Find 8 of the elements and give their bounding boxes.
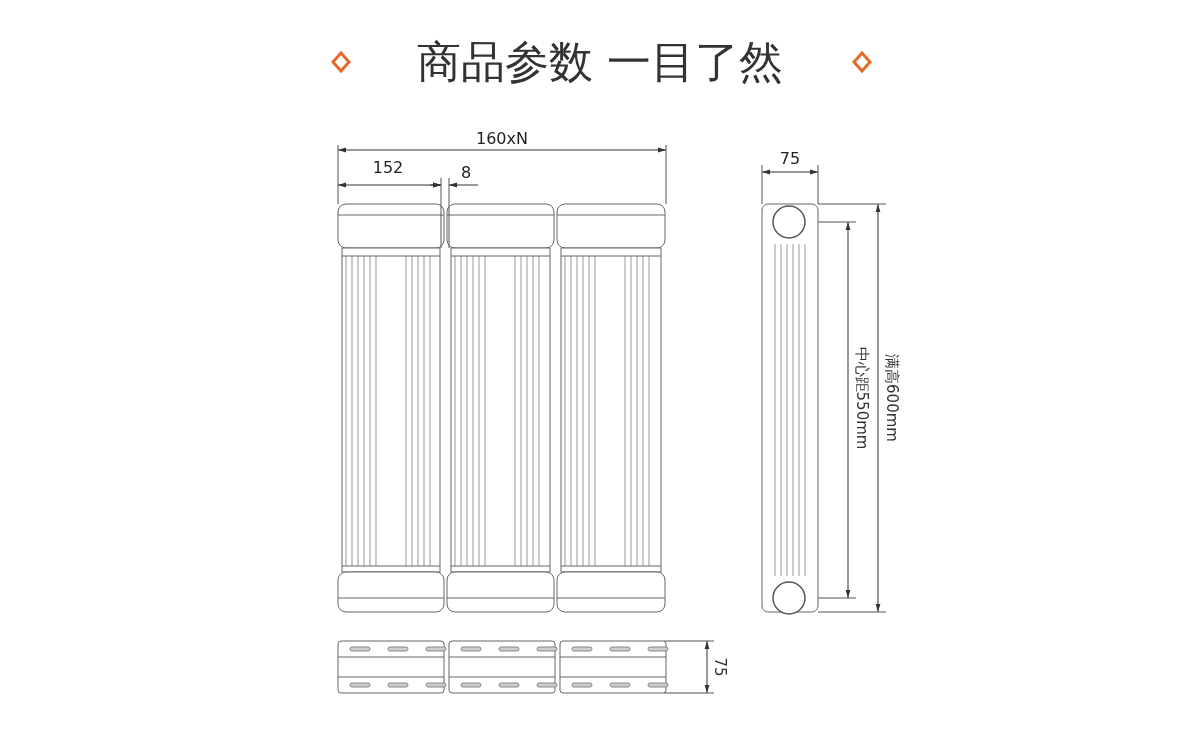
- dimension-label: 满高600mm: [883, 354, 899, 442]
- dimension-label: 160xN: [476, 131, 528, 147]
- dimension-label: 75: [779, 151, 801, 167]
- dimension-label: 75: [711, 657, 727, 677]
- dimension-label: 中心距550mm: [853, 346, 869, 450]
- dimension-label: 8: [460, 165, 472, 181]
- title: 商品参数 一目了然: [417, 40, 783, 84]
- dimension-label: 152: [372, 160, 404, 176]
